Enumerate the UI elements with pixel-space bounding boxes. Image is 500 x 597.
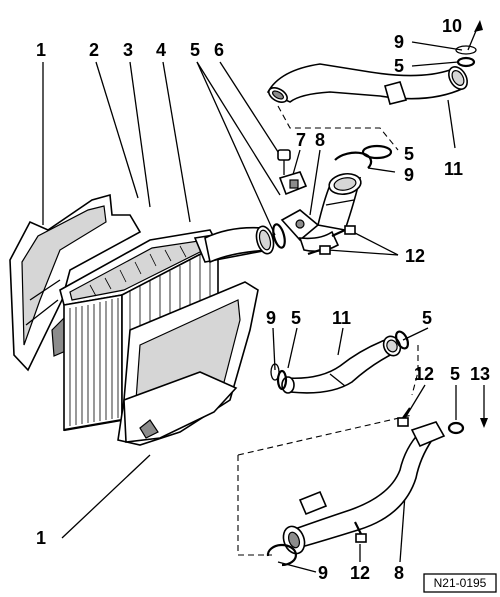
label-5-d: 5 [291,308,301,328]
label-8-top: 8 [315,130,325,150]
label-5-b: 5 [404,144,414,164]
label-5-c: 5 [394,56,404,76]
label-5-e: 5 [422,308,432,328]
label-9-a: 9 [404,165,414,185]
label-4: 4 [156,40,166,60]
label-13: 13 [470,364,490,384]
label-3: 3 [123,40,133,60]
o-ring [361,144,393,160]
label-5-a: 5 [190,40,200,60]
charge-air-hose-top-right [266,63,468,105]
o-ring [276,369,288,391]
charge-air-pipe-top [317,172,362,231]
label-9-b: 9 [394,32,404,52]
reference-code: N21-0195 [434,576,487,590]
label-1-top: 1 [36,40,46,60]
label-11-mid: 11 [332,308,351,328]
bolt [354,407,411,543]
air-duct-shroud-bottom [117,281,259,446]
pressure-sensor [277,149,308,196]
label-12-mid: 12 [414,364,434,384]
label-9-c: 9 [266,308,276,328]
label-9-d: 9 [318,563,328,583]
label-11-top: 11 [444,159,463,179]
label-10: 10 [442,16,462,36]
o-ring [447,421,465,435]
circlip [455,45,477,55]
label-2: 2 [89,40,99,60]
label-5-f: 5 [450,364,460,384]
charge-air-hose-middle [281,335,402,394]
part-labels: 1 2 3 4 5 6 7 8 5 9 10 9 5 11 12 9 5 11 … [36,16,490,583]
o-ring [394,330,410,350]
label-1-bottom: 1 [36,528,46,548]
circlip [266,543,298,567]
label-8-bottom: 8 [394,563,404,583]
label-7: 7 [296,130,306,150]
o-ring [456,56,476,68]
circlip [334,151,373,169]
o-ring [272,223,286,249]
reference-code-box: N21-0195 [423,573,497,593]
label-12-bottom: 12 [350,563,370,583]
label-12-top: 12 [405,246,425,266]
leader-lines [42,20,488,573]
bolt [307,225,356,256]
label-6: 6 [214,40,224,60]
charge-air-hose-upper [204,225,275,264]
